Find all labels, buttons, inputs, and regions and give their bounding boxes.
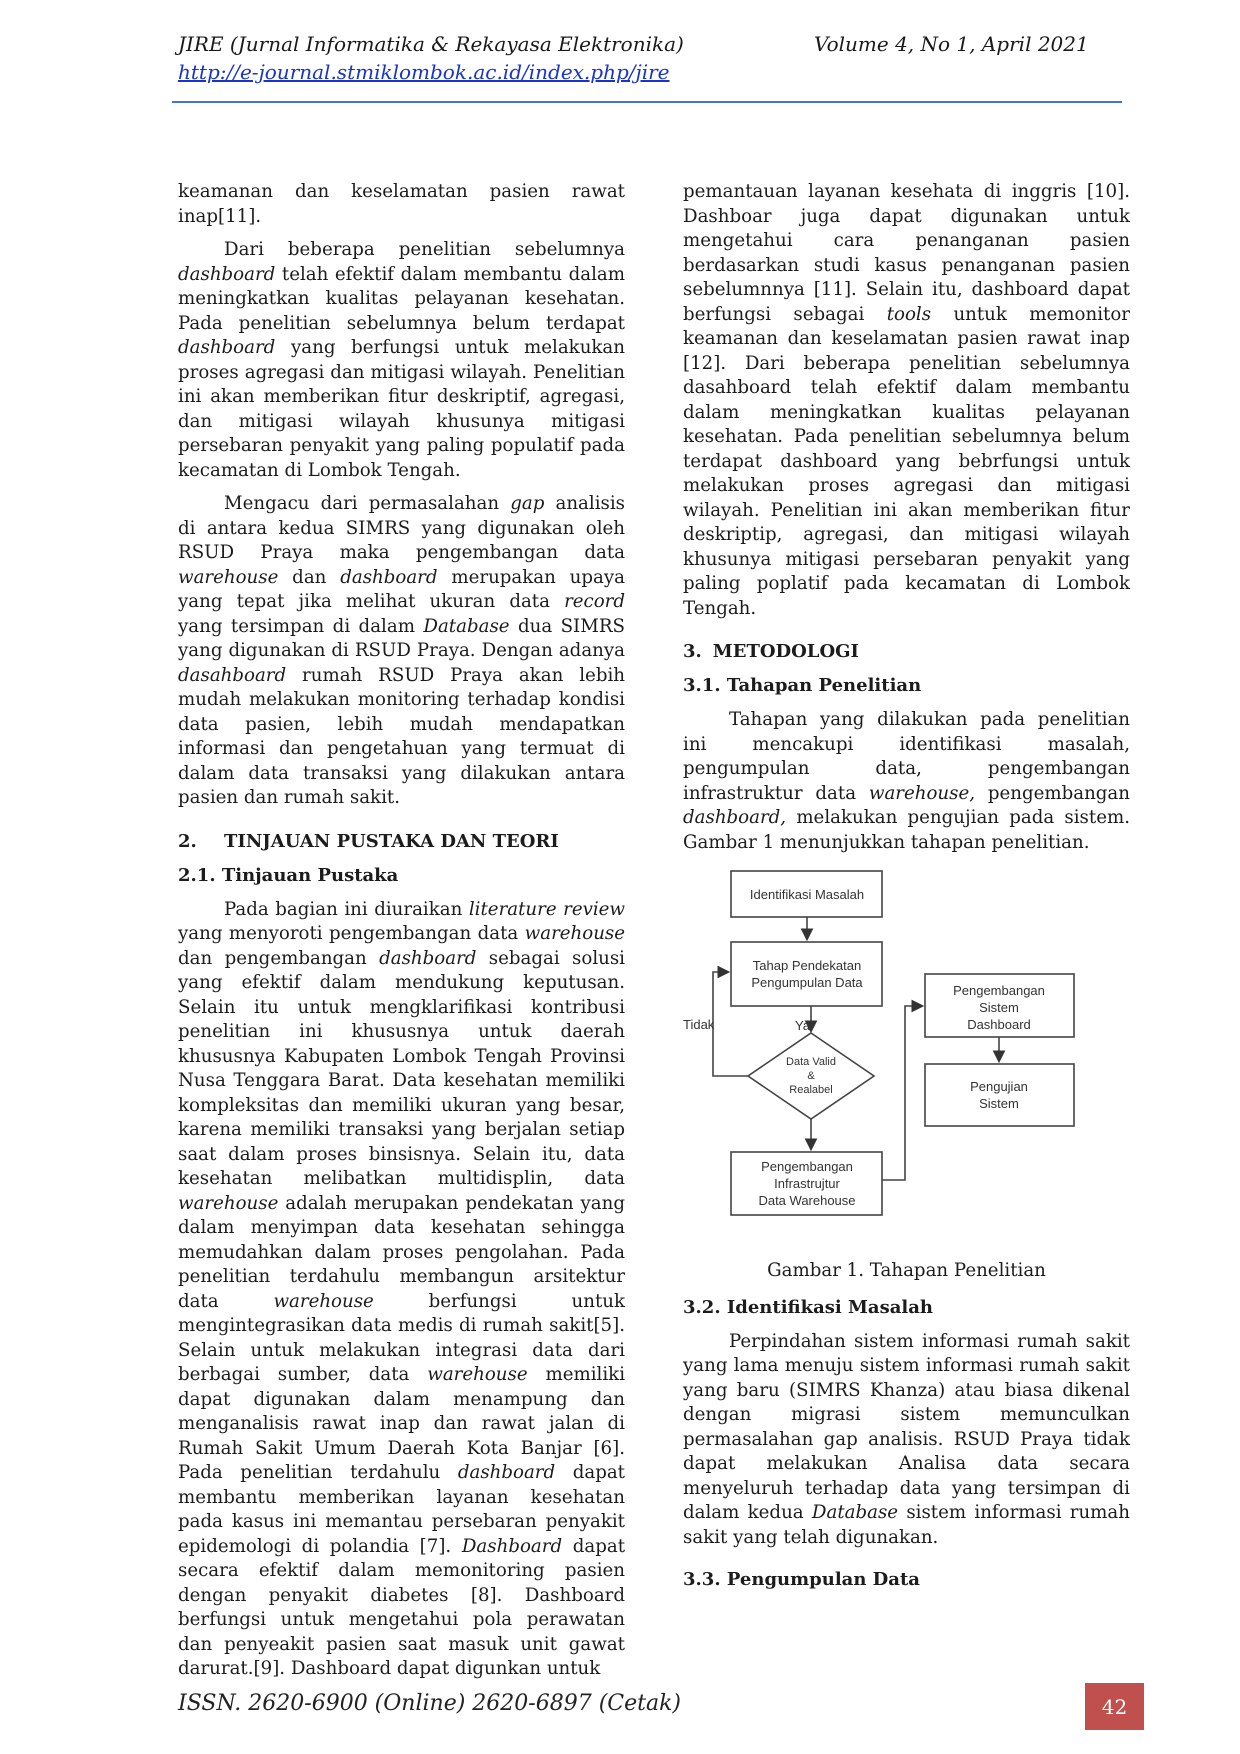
right-paragraph-3: Perpindahan sistem informasi rumah sakit…: [683, 1330, 1130, 1548]
italic-term: tools: [886, 303, 932, 325]
italic-term: Database: [811, 1502, 899, 1523]
section-3-title: METODOLOGI: [712, 641, 859, 662]
flowchart-svg: Identifikasi Masalah Tahap Pendekatan Pe…: [683, 870, 1075, 1216]
arrow-tidak-loop: [712, 965, 748, 1077]
left-paragraph-4: Pada bagian ini diuraikan literature rev…: [178, 898, 626, 1680]
italic-term: literature review: [468, 898, 625, 920]
italic-term: warehouse: [427, 1364, 528, 1385]
left-paragraph-2: Dari beberapa penelitian sebelumnya dash…: [178, 239, 625, 481]
box1-label: Identifikasi Masalah: [750, 887, 864, 902]
subsection-3-2-heading: 3.2. Identifikasi Masalah: [683, 1296, 933, 1318]
box-identifikasi-masalah: [730, 870, 883, 918]
arrow-3-4: [882, 999, 925, 1181]
section-3-heading: 3. METODOLOGI: [683, 640, 1130, 664]
figure-1-caption: Gambar 1. Tahapan Penelitian: [767, 1260, 1046, 1281]
box3-label-2: Infrastrujtur: [774, 1176, 840, 1191]
italic-term: warehouse: [273, 1290, 374, 1312]
section-2-title: TINJAUAN PUSTAKA DAN TEORI: [224, 830, 559, 852]
box-pengumpulan-data: [730, 941, 883, 1007]
italic-term: warehouse: [524, 923, 625, 944]
decision-label-1: Data Valid: [786, 1056, 836, 1068]
italic-term: dasahboard: [178, 664, 287, 686]
box-pengujian-sistem: [924, 1063, 1075, 1127]
subsection-2-1-heading: 2.1. Tinjauan Pustaka: [178, 864, 399, 886]
italic-term: dashboard: [457, 1462, 556, 1483]
decision-label-2: &: [807, 1070, 815, 1082]
issn-footer: ISSN. 2620-6900 (Online) 2620-6897 (Ceta…: [178, 1691, 682, 1716]
subsection-3-3-heading: 3.3. Pengumpulan Data: [683, 1569, 920, 1590]
italic-term: warehouse: [178, 566, 279, 588]
italic-term: warehouse,: [868, 782, 975, 804]
right-column: pemantauan layanan kesehata di inggris […: [683, 180, 1130, 1602]
figure-1-flowchart: Identifikasi Masalah Tahap Pendekatan Pe…: [683, 865, 1130, 1255]
label-ya: Ya: [795, 1018, 811, 1033]
box4-label-1: Pengembangan: [953, 983, 1045, 998]
italic-term: warehouse: [178, 1192, 279, 1214]
box5-label-2: Sistem: [979, 1096, 1019, 1111]
label-tidak: Tidak: [683, 1017, 715, 1032]
decision-label-3: Realabel: [789, 1084, 832, 1096]
box2-label-1: Tahap Pendekatan: [753, 958, 861, 973]
italic-term: gap: [510, 493, 545, 514]
italic-term: dashboard: [379, 947, 477, 969]
journal-volume: Volume 4, No 1, April 2021: [814, 32, 1089, 56]
page-number-badge: 42: [1085, 1683, 1144, 1730]
right-paragraph-1: pemantauan layanan kesehata di inggris […: [683, 181, 1130, 619]
left-paragraph-1: keamanan dan keselamatan pasien rawat in…: [178, 181, 625, 227]
italic-term: dashboard: [340, 566, 438, 588]
right-paragraph-2: Tahapan yang dilakukan pada penelitian i…: [683, 709, 1130, 853]
header-divider: [172, 101, 1122, 103]
italic-term: dashboard: [178, 337, 276, 358]
subsection-3-1-heading: 3.1. Tahapan Penelitian: [683, 675, 922, 696]
italic-term: dashboard,: [683, 807, 787, 828]
left-paragraph-3: Mengacu dari permasalahan gap analisis d…: [178, 493, 626, 808]
italic-term: dashboard: [178, 263, 276, 285]
journal-title: JIRE (Jurnal Informatika & Rekayasa Elek…: [178, 32, 684, 56]
italic-term: record: [564, 591, 625, 612]
section-3-number: 3.: [683, 641, 702, 662]
section-2-number: 2.: [178, 830, 197, 852]
box-data-warehouse: [730, 1151, 883, 1216]
box3-label-1: Pengembangan: [761, 1159, 853, 1174]
box2-label-2: Pengumpulan Data: [751, 975, 863, 990]
page-number: 42: [1101, 1694, 1128, 1719]
box5-label-1: Pengujian: [970, 1079, 1028, 1094]
box4-label-2: Sistem: [979, 1000, 1019, 1015]
box3-label-3: Data Warehouse: [758, 1193, 855, 1208]
section-2-heading: 2. TINJAUAN PUSTAKA DAN TEORI: [178, 830, 625, 854]
journal-url-link[interactable]: http://e-journal.stmiklombok.ac.id/index…: [178, 60, 670, 84]
italic-term: Dashboard: [461, 1535, 563, 1557]
box4-label-3: Dashboard: [967, 1017, 1031, 1032]
left-column: keamanan dan keselamatan pasien rawat in…: [178, 180, 625, 1691]
italic-term: Database: [423, 615, 510, 637]
